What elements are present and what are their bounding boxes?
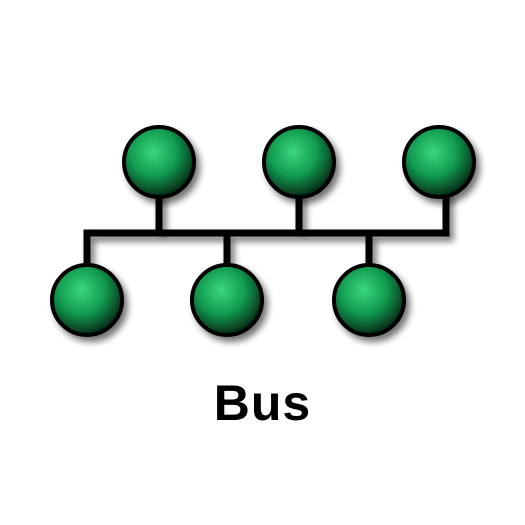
node-bottom-2	[190, 263, 264, 337]
node-top-1	[122, 125, 196, 199]
diagram-caption: Bus	[213, 375, 312, 431]
nodes	[50, 125, 476, 337]
node-bottom-1	[50, 263, 124, 337]
node-top-3	[402, 125, 476, 199]
node-top-2	[262, 125, 336, 199]
node-bottom-3	[332, 263, 406, 337]
bus-lines	[83, 191, 450, 272]
